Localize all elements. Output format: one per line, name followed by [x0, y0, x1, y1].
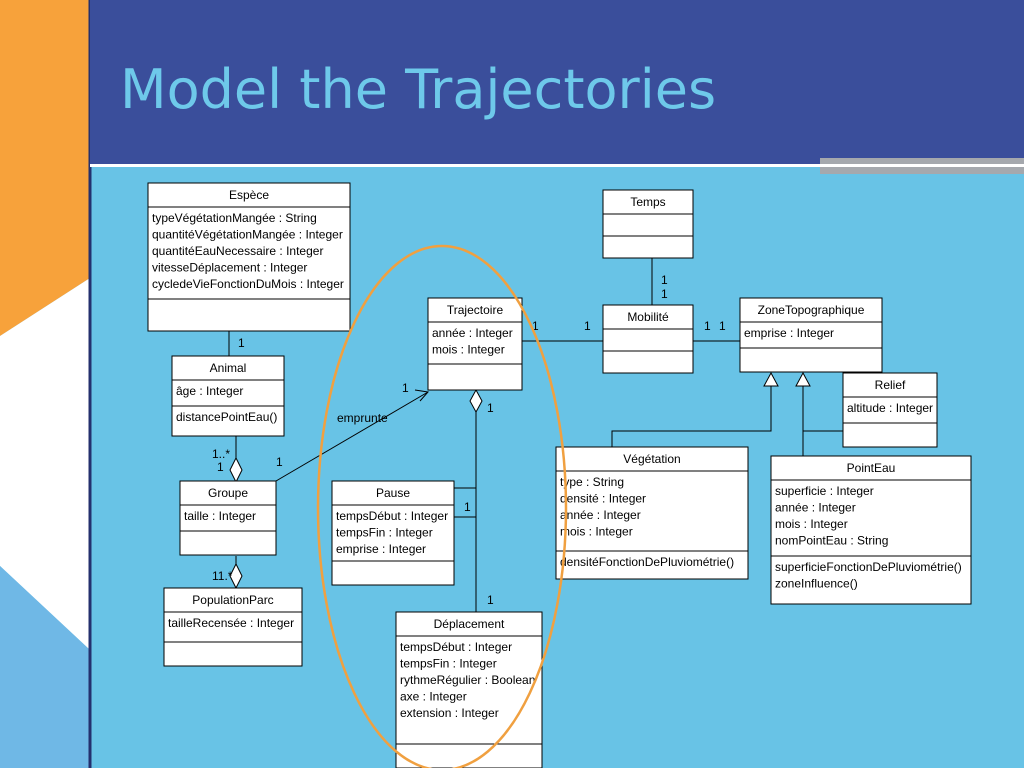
class-attribute-deplacement: axe : Integer [400, 690, 467, 704]
vegetation-generalization-triangle [763, 371, 779, 387]
diagram-label-m-mob-zone-b: 1 [719, 319, 726, 333]
diagram-label-m-pause: 1 [464, 500, 471, 514]
class-operation-pointeau: zoneInfluence() [775, 577, 858, 591]
class-attribute-espece: vitesseDéplacement : Integer [152, 261, 307, 275]
diagram-label-m-animal-groupe-b: 1 [217, 460, 224, 474]
class-attribute-trajectoire: année : Integer [432, 326, 513, 340]
groupe-trajectoire-line [275, 391, 429, 482]
class-name-espece: Espèce [229, 188, 269, 202]
class-name-groupe: Groupe [208, 486, 248, 500]
class-attribute-deplacement: rythmeRégulier : Boolean [400, 673, 535, 687]
class-name-trajectoire: Trajectoire [447, 303, 504, 317]
diagram-label-m-traj-mob-b: 1 [584, 319, 591, 333]
diagram-label-m-temps-b: 1 [661, 287, 668, 301]
class-attribute-pointeau: mois : Integer [775, 517, 848, 531]
class-name-pointeau: PointEau [847, 461, 896, 475]
class-attribute-pause: emprise : Integer [336, 542, 426, 556]
groupe-aggregation-diamond [229, 456, 243, 484]
class-attribute-vegetation: année : Integer [560, 508, 641, 522]
class-name-populationparc: PopulationParc [192, 593, 273, 607]
class-name-relief: Relief [875, 378, 906, 392]
class-box-deplacement [395, 611, 543, 768]
class-attribute-pointeau: nomPointEau : String [775, 534, 888, 548]
class-attribute-espece: typeVégétationMangée : String [152, 211, 317, 225]
class-attribute-animal: âge : Integer [176, 384, 243, 398]
vegetation-gen-line [611, 386, 772, 447]
slide-title: Model the Trajectories [120, 58, 717, 121]
class-box-populationparc [163, 587, 303, 667]
diagram-label-assoc-emprunte: emprunte [337, 411, 388, 425]
title-band [90, 0, 1024, 166]
class-attribute-pause: tempsFin : Integer [336, 526, 433, 540]
class-attribute-trajectoire: mois : Integer [432, 343, 505, 357]
left-orange-shape [0, 0, 90, 336]
class-box-groupe [179, 480, 277, 556]
class-name-temps: Temps [630, 195, 665, 209]
pointeau-generalization-triangle [795, 371, 811, 387]
class-attribute-zonetopo: emprise : Integer [744, 326, 834, 340]
class-box-animal [171, 355, 285, 437]
class-name-mobilite: Mobilité [627, 310, 669, 324]
class-box-mobilite [602, 304, 694, 374]
title-divider-white [90, 164, 1024, 167]
class-box-trajectoire [427, 297, 523, 391]
diagram-label-m-traj-arrow: 1 [402, 381, 409, 395]
class-box-vegetation [555, 446, 749, 580]
class-attribute-vegetation: type : String [560, 475, 624, 489]
class-name-pause: Pause [376, 486, 410, 500]
class-attribute-vegetation: densité : Integer [560, 492, 646, 506]
class-box-zonetopo [739, 297, 883, 373]
class-attribute-pointeau: année : Integer [775, 501, 856, 515]
class-attribute-pointeau: superficie : Integer [775, 484, 874, 498]
left-lightblue-shape [0, 566, 90, 768]
diagram-label-m-animal-groupe-a: 1..* [212, 447, 230, 461]
diagram-label-m-deplacement: 1 [487, 593, 494, 607]
diagram-label-m-traj-comp: 1 [487, 401, 494, 415]
class-attribute-espece: quantitéVégétationMangée : Integer [152, 228, 343, 242]
class-attribute-populationparc: tailleRecensée : Integer [168, 616, 294, 630]
class-box-pause [331, 480, 455, 586]
class-box-pointeau [770, 455, 972, 605]
class-attribute-deplacement: tempsFin : Integer [400, 657, 497, 671]
left-white-shape [0, 278, 90, 650]
class-attribute-groupe: taille : Integer [184, 509, 256, 523]
class-attribute-pause: tempsDébut : Integer [336, 509, 448, 523]
navigability-arrowhead [414, 389, 429, 402]
class-attribute-deplacement: tempsDébut : Integer [400, 640, 512, 654]
class-box-temps [602, 189, 694, 259]
class-box-espece [147, 182, 351, 332]
diagram-label-m-mob-zone-a: 1 [704, 319, 711, 333]
class-attribute-deplacement: extension : Integer [400, 706, 499, 720]
class-name-animal: Animal [210, 361, 247, 375]
diagram-label-m-groupe-pop: 11.* [212, 569, 233, 583]
class-operation-pointeau: superficieFonctionDePluviométrie() [775, 560, 962, 574]
class-attribute-relief: altitude : Integer [847, 401, 933, 415]
diagram-label-m-groupe-traj: 1 [276, 455, 283, 469]
trajectoire-aggregation-diamond [469, 388, 483, 414]
class-box-relief [842, 372, 938, 448]
class-name-zonetopo: ZoneTopographique [758, 303, 865, 317]
class-attribute-vegetation: mois : Integer [560, 525, 633, 539]
class-name-deplacement: Déplacement [434, 617, 505, 631]
diagram-label-m-espece-animal: 1 [238, 336, 245, 350]
class-attribute-espece: cycledeVieFonctionDuMois : Integer [152, 277, 344, 291]
class-operation-animal: distancePointEau() [176, 410, 277, 424]
class-operation-vegetation: densitéFonctionDePluviométrie() [560, 555, 734, 569]
diagram-label-m-traj-mob-a: 1 [532, 319, 539, 333]
class-name-vegetation: Végétation [623, 452, 680, 466]
diagram-label-m-temps-a: 1 [661, 273, 668, 287]
trajectory-highlight-ellipse [316, 244, 568, 768]
class-attribute-espece: quantitéEauNecessaire : Integer [152, 244, 323, 258]
